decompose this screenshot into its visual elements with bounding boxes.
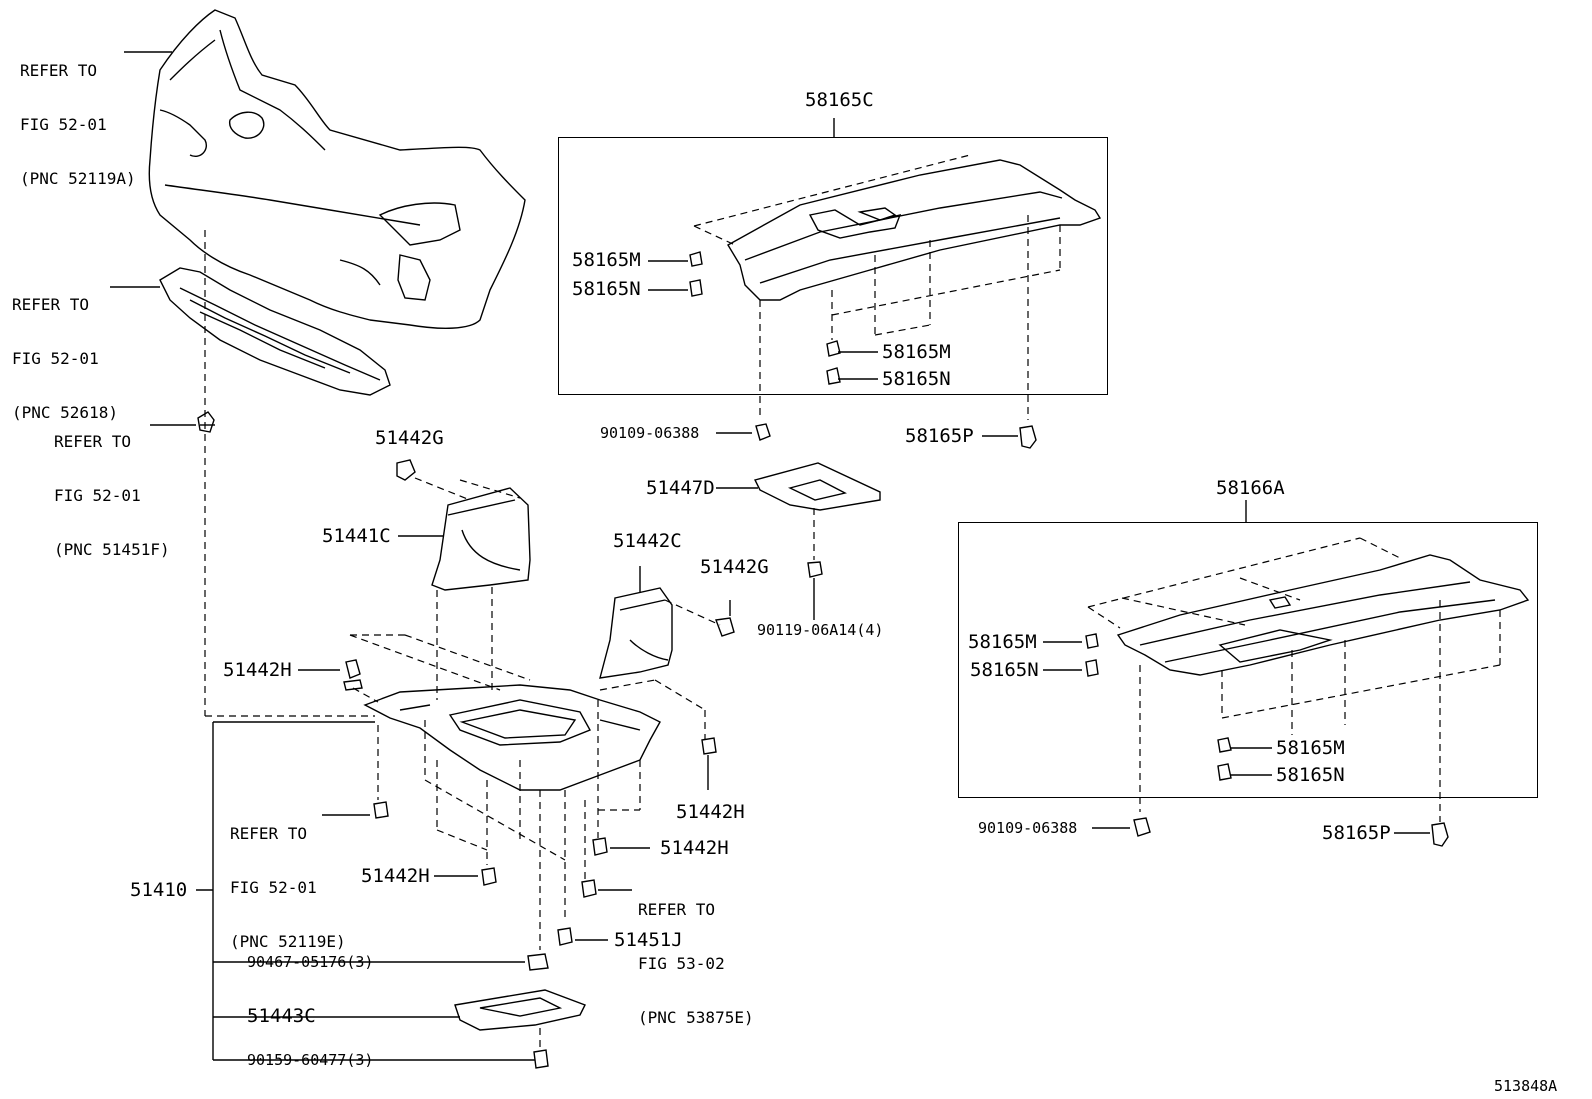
part-label-58165P[interactable]: 58165P xyxy=(905,425,974,447)
part-label-58165M[interactable]: 58165M xyxy=(572,249,641,271)
group-box-58166A xyxy=(958,522,1538,798)
deflector-51442C-illustration xyxy=(599,587,673,679)
part-label-51441C[interactable]: 51441C xyxy=(322,525,391,547)
part-label-58165N[interactable]: 58165N xyxy=(1276,764,1345,786)
refer-note-51451F[interactable]: REFER TO FIG 52-01 (PNC 51451F) xyxy=(54,397,170,595)
part-label-51442H[interactable]: 51442H xyxy=(361,865,430,887)
group-box-58165C xyxy=(558,137,1108,395)
refer-note-52119E[interactable]: REFER TO FIG 52-01 (PNC 52119E) xyxy=(230,789,346,987)
part-label-51410[interactable]: 51410 xyxy=(130,879,188,901)
refer-note-line: REFER TO xyxy=(12,295,90,314)
refer-note-52618[interactable]: REFER TO FIG 52-01 (PNC 52618) xyxy=(12,260,118,458)
diagram-id: 513848A xyxy=(1494,1077,1558,1095)
part-label-58165M[interactable]: 58165M xyxy=(968,631,1037,653)
part-label-51443C[interactable]: 51443C xyxy=(247,1005,316,1027)
refer-note-line: (PNC 53875E) xyxy=(638,1008,754,1027)
refer-note-line: (PNC 52119E) xyxy=(230,932,346,951)
refer-note-53875E[interactable]: REFER TO FIG 53-02 (PNC 53875E) xyxy=(638,865,754,1063)
part-label-58166A[interactable]: 58166A xyxy=(1216,477,1285,499)
bumper-cover-illustration xyxy=(148,9,526,329)
refer-note-line: FIG 52-01 xyxy=(12,349,99,368)
part-label-58165P[interactable]: 58165P xyxy=(1322,822,1391,844)
part-label-51442H[interactable]: 51442H xyxy=(660,837,729,859)
part-label-58165C[interactable]: 58165C xyxy=(805,89,874,111)
part-label-51451J[interactable]: 51451J xyxy=(614,929,683,951)
refer-note-line: FIG 52-01 xyxy=(230,878,317,897)
part-label-58165N[interactable]: 58165N xyxy=(882,368,951,390)
part-label-90119-06A14[interactable]: 90119-06A14(4) xyxy=(757,621,884,639)
part-label-51447D[interactable]: 51447D xyxy=(646,477,715,499)
part-label-51442G[interactable]: 51442G xyxy=(375,427,444,449)
cover-51447D-illustration xyxy=(753,462,881,511)
cover-51443C-illustration xyxy=(454,989,586,1031)
part-label-58165M[interactable]: 58165M xyxy=(1276,737,1345,759)
refer-note-line: (PNC 52119A) xyxy=(20,169,136,188)
refer-note-line: FIG 52-01 xyxy=(20,115,107,134)
part-label-51442G[interactable]: 51442G xyxy=(700,556,769,578)
under-cover-51410-illustration xyxy=(363,684,661,791)
part-label-51442H[interactable]: 51442H xyxy=(676,801,745,823)
part-label-90159-60477[interactable]: 90159-60477(3) xyxy=(247,1051,374,1069)
refer-note-line: (PNC 52618) xyxy=(12,403,118,422)
refer-note-line: FIG 53-02 xyxy=(638,954,725,973)
part-label-58165N[interactable]: 58165N xyxy=(572,278,641,300)
refer-note-line: REFER TO xyxy=(20,61,98,80)
refer-note-line: REFER TO xyxy=(54,432,132,451)
part-label-90467-05176[interactable]: 90467-05176(3) xyxy=(247,953,374,971)
part-label-58165M[interactable]: 58165M xyxy=(882,341,951,363)
refer-note-line: REFER TO xyxy=(638,900,716,919)
refer-note-52119A[interactable]: REFER TO FIG 52-01 (PNC 52119A) xyxy=(20,26,136,224)
part-label-90109-06388[interactable]: 90109-06388 xyxy=(978,819,1078,837)
under-cover-58166A-illustration xyxy=(1116,554,1530,676)
part-label-90109-06388[interactable]: 90109-06388 xyxy=(600,424,700,442)
part-label-51442C[interactable]: 51442C xyxy=(613,530,682,552)
refer-note-line: (PNC 51451F) xyxy=(54,540,170,559)
refer-note-line: FIG 52-01 xyxy=(54,486,141,505)
part-label-51442H[interactable]: 51442H xyxy=(223,659,292,681)
part-label-58165N[interactable]: 58165N xyxy=(970,659,1039,681)
deflector-51441C-illustration xyxy=(431,487,531,591)
refer-note-line: REFER TO xyxy=(230,824,308,843)
absorber-illustration xyxy=(159,267,391,396)
